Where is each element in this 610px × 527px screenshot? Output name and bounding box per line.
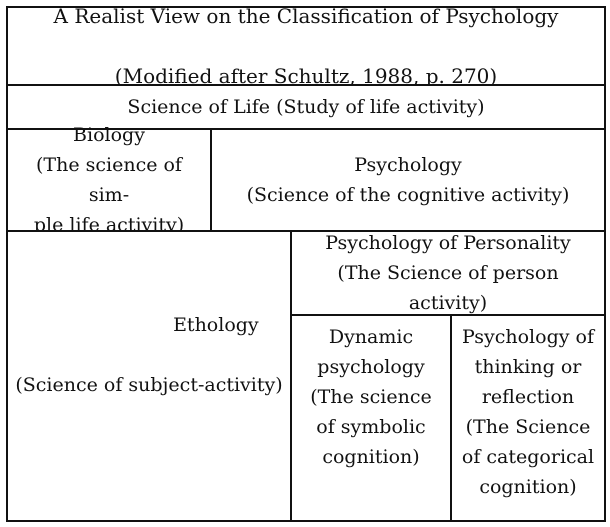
science-of-life-box: Science of Life (Study of life activity) [6,84,606,130]
psychology-text: Psychology (Science of the cognitive act… [246,154,570,206]
personality-box: Psychology of Personality (The Science o… [290,230,606,316]
title-line-1: A Realist View on the Classification of … [53,4,559,28]
dynamic-psychology-text: Dynamic psychology (The science of symbo… [310,326,432,468]
ethology-name: Ethology [173,314,259,336]
ethology-text: Ethology (Science of subject-activity) [15,280,282,400]
ethology-desc: (Science of subject-activity) [15,374,283,396]
dynamic-psychology-box: Dynamic psychology (The science of symbo… [290,314,452,522]
thinking-psychology-text: Psychology of thinking or reflection (Th… [461,326,595,498]
thinking-psychology-box: Psychology of thinking or reflection (Th… [450,314,606,522]
personality-text: Psychology of Personality (The Science o… [325,232,571,314]
biology-text: Biology (The science of sim- ple life ac… [33,124,185,236]
science-of-life-text: Science of Life (Study of life activity) [127,96,485,118]
title-box: A Realist View on the Classification of … [6,4,606,88]
biology-box: Biology (The science of sim- ple life ac… [6,124,212,236]
ethology-box: Ethology (Science of subject-activity) [6,230,292,522]
psychology-box: Psychology (Science of the cognitive act… [210,128,606,232]
